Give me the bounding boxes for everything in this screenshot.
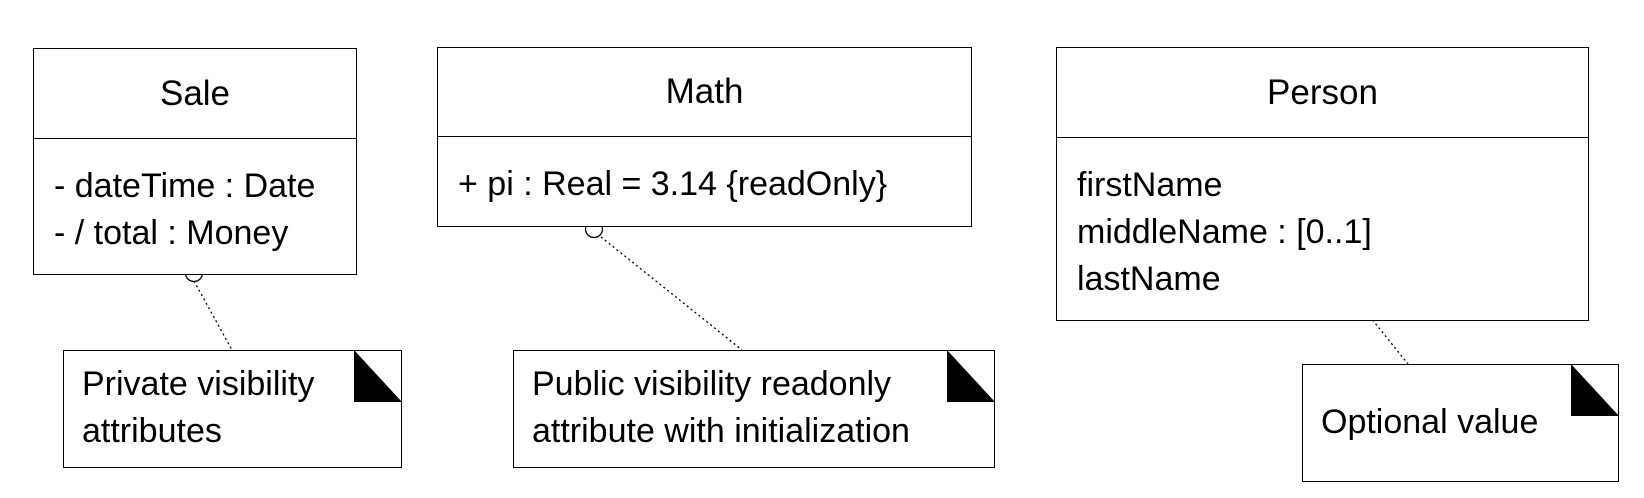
class-name: Math — [438, 48, 971, 137]
class-sale[interactable]: Sale - dateTime : Date - / total : Money — [33, 48, 357, 275]
attribute: firstName — [1077, 166, 1223, 204]
note-folded-corner-icon — [1571, 364, 1619, 416]
attribute: - / total : Money — [54, 214, 289, 252]
note-line: attribute with initialization — [532, 412, 910, 450]
attribute: lastName — [1077, 260, 1221, 298]
class-person[interactable]: Person firstName middleName : [0..1] las… — [1056, 47, 1589, 321]
class-name: Person — [1057, 48, 1588, 138]
attribute: middleName : [0..1] — [1077, 213, 1372, 251]
note-line: Public visibility readonly — [532, 365, 892, 403]
class-name: Sale — [34, 49, 356, 139]
class-attributes: - dateTime : Date - / total : Money — [34, 139, 356, 257]
attribute: + pi : Real = 3.14 {readOnly} — [458, 165, 888, 203]
class-attributes: + pi : Real = 3.14 {readOnly} — [438, 137, 971, 208]
class-math[interactable]: Math + pi : Real = 3.14 {readOnly} — [437, 47, 972, 227]
note-text: Optional value — [1321, 399, 1538, 446]
note-optional-value[interactable]: Optional value — [1302, 364, 1619, 482]
sale-note-connector — [193, 280, 233, 351]
note-public-readonly[interactable]: Public visibility readonly attribute wit… — [513, 350, 995, 468]
class-attributes: firstName middleName : [0..1] lastName — [1057, 138, 1588, 303]
math-note-connector — [600, 236, 743, 351]
note-line: Optional value — [1321, 403, 1539, 441]
note-line: attributes — [82, 412, 222, 450]
note-text: Private visibility attributes — [82, 361, 314, 455]
note-text: Public visibility readonly attribute wit… — [532, 361, 910, 455]
note-line: Private visibility — [82, 365, 315, 403]
note-folded-corner-icon — [947, 350, 995, 402]
note-folded-corner-icon — [354, 350, 402, 402]
attribute: - dateTime : Date — [54, 167, 316, 205]
note-private-visibility[interactable]: Private visibility attributes — [63, 350, 402, 468]
